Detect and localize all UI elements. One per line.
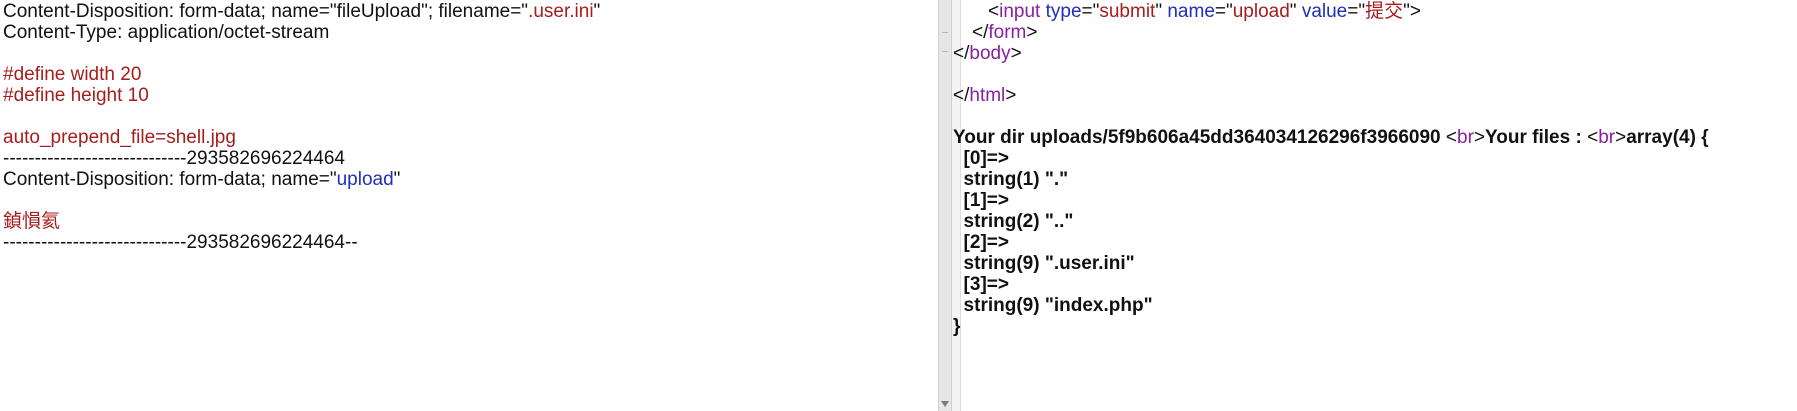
response-line-array-value: string(9) "index.php" [953, 295, 1153, 316]
tag-bracket: </ [953, 43, 970, 64]
tag-bracket: "> [1403, 1, 1421, 22]
attr-value: upload [1232, 1, 1290, 22]
attr-equals: =" [1347, 1, 1366, 22]
request-line-garbled-value: 鍞愪氦 [3, 211, 61, 232]
response-gutter [952, 0, 961, 411]
request-line-content-disposition-upload: Content-Disposition: form-data; name="up… [3, 168, 400, 192]
attr-name: name [1167, 1, 1215, 22]
scroll-down-arrow-icon[interactable] [941, 401, 949, 407]
tag-name: body [969, 43, 1011, 64]
response-line-input-tag: <input type="submit" name="upload" value… [988, 0, 1421, 24]
tag-bracket: < [1587, 127, 1599, 148]
request-line-boundary: -----------------------------29358269622… [3, 148, 345, 169]
response-line-array-close: } [953, 316, 961, 337]
output-text: Your files : [1485, 127, 1588, 148]
request-filename-value: .user.ini [528, 1, 594, 22]
response-line-array-value: string(2) ".." [953, 211, 1074, 232]
request-line-content-disposition-file: Content-Disposition: form-data; name="fi… [3, 0, 600, 24]
tag-bracket: </ [953, 85, 970, 106]
request-upload-name: upload [336, 169, 394, 190]
request-text: " [593, 1, 601, 22]
tag-name: input [999, 1, 1041, 22]
tag-bracket: > [1473, 127, 1486, 148]
response-line-array-index: [3]=> [953, 274, 1009, 295]
response-line-array-index: [0]=> [953, 148, 1009, 169]
attr-equals: =" [1081, 1, 1100, 22]
output-text: Your dir uploads/5f9b606a45dd36403412629… [953, 127, 1446, 148]
attr-equals: =" [1214, 1, 1233, 22]
tag-bracket: < [988, 1, 1000, 22]
attr-quote: " [1155, 1, 1163, 22]
splitter-grip-icon [942, 32, 948, 52]
attr-value: 提交 [1365, 1, 1404, 22]
response-line-array-index: [1]=> [953, 190, 1009, 211]
tag-bracket: > [1615, 127, 1627, 148]
request-line-define-width: #define width 20 [3, 64, 142, 85]
attr-name: type [1045, 1, 1082, 22]
attr-name: value [1301, 1, 1348, 22]
request-text: Content-Disposition: form-data; name="fi… [3, 1, 529, 22]
tag-name: form [988, 22, 1027, 43]
response-line-array-value: string(9) ".user.ini" [953, 253, 1135, 274]
response-line-html-close: </html> [953, 84, 1016, 108]
request-line-define-height: #define height 10 [3, 85, 149, 106]
pane-splitter[interactable] [938, 0, 952, 411]
attr-quote: " [1289, 1, 1297, 22]
tag-bracket: > [1005, 85, 1017, 106]
attr-value: submit [1099, 1, 1156, 22]
request-text: Content-Disposition: form-data; name=" [3, 169, 337, 190]
request-text: " [393, 169, 401, 190]
response-line-form-close: </form> [972, 21, 1037, 45]
tag-name: br [1598, 127, 1616, 148]
request-body-pane[interactable]: Content-Disposition: form-data; name="fi… [0, 0, 938, 411]
output-text: array(4) { [1626, 127, 1709, 148]
request-line-boundary-end: -----------------------------29358269622… [3, 232, 358, 253]
request-line-content-type: Content-Type: application/octet-stream [3, 22, 330, 43]
response-line-dir-output: Your dir uploads/5f9b606a45dd36403412629… [953, 126, 1709, 150]
request-line-auto-prepend: auto_prepend_file=shell.jpg [3, 127, 236, 148]
response-line-body-close: </body> [953, 42, 1022, 66]
response-body-pane[interactable]: <input type="submit" name="upload" value… [952, 0, 1797, 411]
tag-bracket: </ [972, 22, 989, 43]
response-line-array-value: string(1) "." [953, 169, 1069, 190]
tag-name: html [969, 85, 1006, 106]
tag-bracket: > [1026, 22, 1038, 43]
tag-bracket: > [1010, 43, 1022, 64]
response-line-array-index: [2]=> [953, 232, 1009, 253]
tag-bracket: < [1445, 127, 1457, 148]
tag-name: br [1457, 127, 1474, 148]
